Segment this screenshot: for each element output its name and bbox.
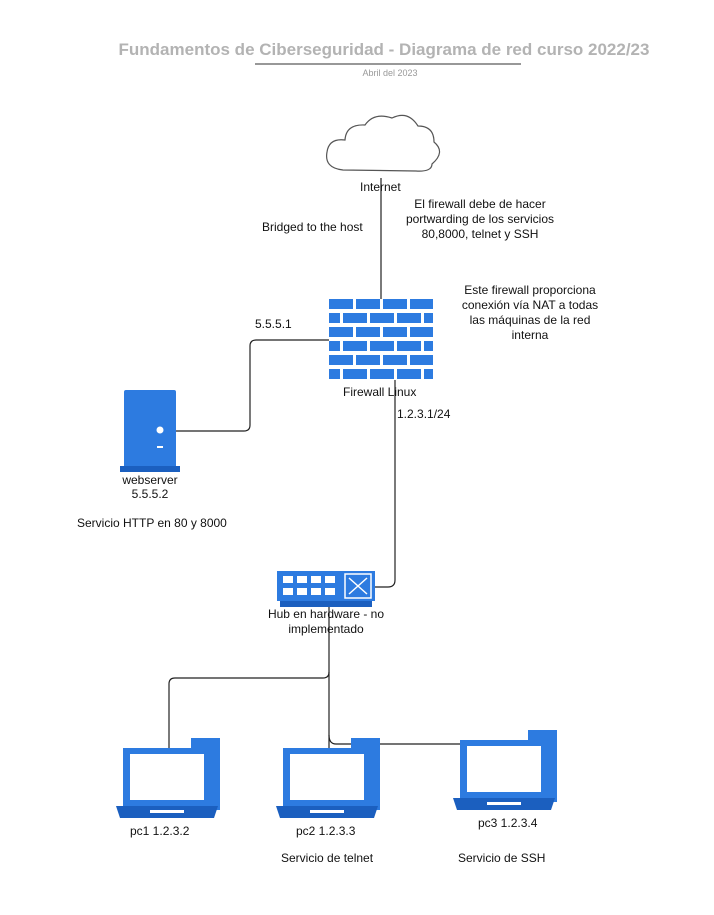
pc2-service: Servicio de telnet	[281, 851, 374, 865]
pc2-label: pc2 1.2.3.3	[296, 824, 356, 838]
hub-label-line2: implementado	[288, 622, 364, 636]
pc1-computer-icon	[116, 738, 220, 818]
pc3-computer-icon	[453, 730, 557, 810]
firewall-external-ip: 5.5.5.1	[255, 317, 292, 331]
nat-note: Este firewall proporciona conexión vía N…	[440, 283, 620, 343]
cloud-icon	[325, 114, 441, 172]
firewall-webserver-link	[175, 339, 329, 432]
internet-label: Internet	[360, 180, 401, 194]
hub-pc3-link	[328, 734, 470, 745]
connection-lines	[168, 178, 470, 750]
webserver-ip: 5.5.5.2	[131, 487, 169, 501]
pc3-service: Servicio de SSH	[458, 851, 546, 865]
nat-note-line: interna	[511, 328, 549, 342]
nat-note-line: las máquinas de la red	[469, 313, 591, 327]
portforward-note-line: 80,8000, telnet y SSH	[421, 227, 539, 241]
portforward-note-line: portwarding de los servicios	[405, 212, 555, 226]
diagram-title: Fundamentos de Ciberseguridad - Diagrama…	[118, 40, 650, 59]
webserver-label: webserver	[122, 473, 178, 487]
firewall-internal-ip: 1.2.3.1/24	[397, 407, 451, 421]
firewall-icon	[329, 299, 433, 380]
nat-note-line: conexión vía NAT a todas	[461, 298, 599, 312]
webserver-service: Servicio HTTP en 80 y 8000	[77, 516, 227, 530]
diagram-date: Abril del 2023	[362, 68, 418, 78]
server-icon	[120, 390, 180, 472]
pc1-label: pc1 1.2.3.2	[130, 824, 190, 838]
bridged-note: Bridged to the host	[262, 220, 363, 234]
portforward-note: El firewall debe de hacer portwarding de…	[390, 197, 570, 242]
hub-label-line1: Hub en hardware - no	[267, 607, 385, 621]
firewall-label: Firewall Linux	[343, 385, 417, 399]
title-underline	[255, 63, 521, 65]
pc2-computer-icon	[276, 738, 380, 818]
firewall-hub-link	[375, 355, 396, 588]
nat-note-line: Este firewall proporciona	[464, 283, 596, 297]
portforward-note-line: El firewall debe de hacer	[414, 197, 546, 211]
pc3-label: pc3 1.2.3.4	[478, 816, 538, 830]
hub-icon	[277, 571, 375, 607]
